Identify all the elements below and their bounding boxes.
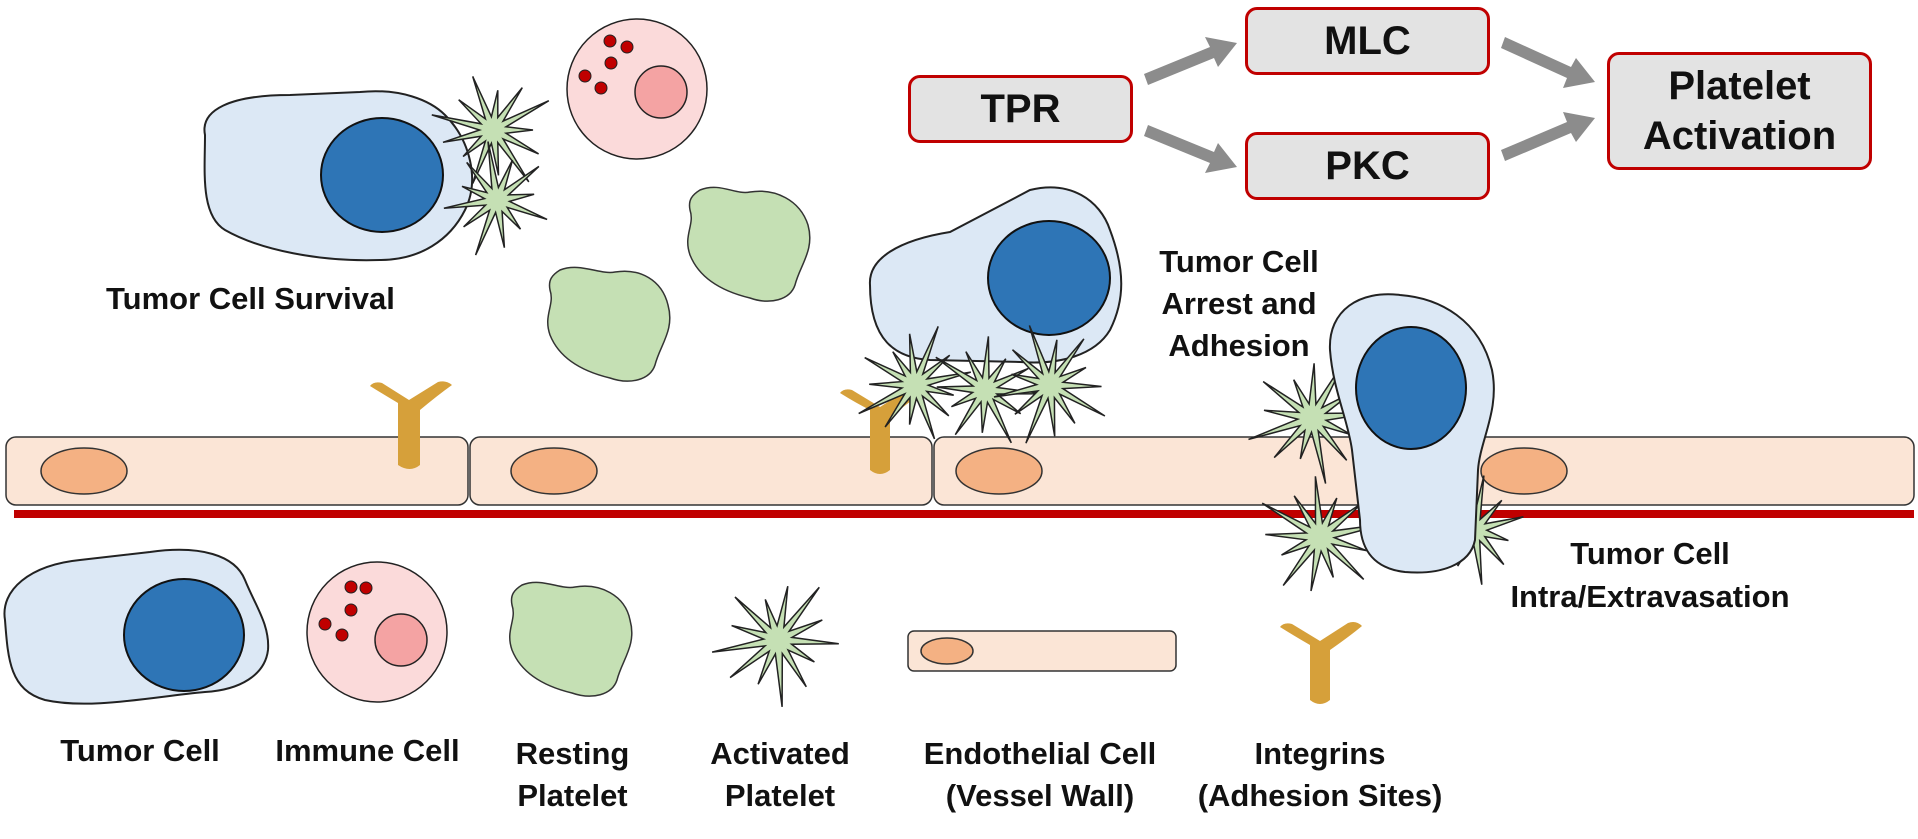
tpr-label: TPR xyxy=(980,86,1061,131)
granule xyxy=(344,603,358,617)
activated-platelet xyxy=(1261,476,1386,592)
legend-immune-cell-icon xyxy=(306,561,448,703)
activated-platelet xyxy=(1248,359,1373,484)
activated-platelet-body xyxy=(1248,359,1373,484)
platelet-activation-label-line2: Activation xyxy=(1642,114,1837,158)
immune-cell-nucleus xyxy=(634,65,688,119)
arrow-tpr-to-mlc xyxy=(1144,37,1237,85)
endothelial-cell xyxy=(469,436,933,506)
mlc-label: MLC xyxy=(1324,18,1411,63)
legend-label-tumor-cell: Tumor Cell xyxy=(60,733,220,768)
tumor-cell-intravasating xyxy=(1328,293,1495,574)
activated-platelet-body xyxy=(431,76,550,184)
label-arrest-line2: Arrest and xyxy=(1161,286,1317,321)
integrin xyxy=(370,381,452,469)
legend-label-resting-platelet: Resting Platelet xyxy=(480,733,665,817)
granule xyxy=(318,617,332,631)
label-intra-line1: Tumor Cell xyxy=(1570,536,1730,571)
legend-integrin-icon xyxy=(1280,622,1362,704)
tumor-cell-nucleus xyxy=(123,578,245,692)
legend-label-endothelial-cell: Endothelial Cell (Vessel Wall) xyxy=(890,733,1190,817)
endothelial-nucleus xyxy=(510,447,598,495)
legend-label-integrins: Integrins (Adhesion Sites) xyxy=(1175,733,1465,817)
granule xyxy=(620,40,634,54)
arrow-mlc-to-activation xyxy=(1501,37,1595,88)
label-arrest-line3: Adhesion xyxy=(1168,328,1310,363)
basement-membrane-line xyxy=(14,510,1914,518)
immune-cell-nucleus xyxy=(374,613,428,667)
activated-platelet xyxy=(443,141,548,256)
legend-resting-platelet-icon xyxy=(509,581,633,697)
activated-platelet-body xyxy=(1261,476,1386,592)
granule xyxy=(344,580,358,594)
tumor-cell-survival xyxy=(203,90,473,262)
endothelial-nucleus xyxy=(920,637,974,665)
legend-activated-line2: Platelet xyxy=(724,778,836,813)
legend-label-immune-cell: Immune Cell xyxy=(275,733,460,768)
label-arrest-line1: Tumor Cell xyxy=(1159,244,1319,279)
resting-platelet xyxy=(547,266,671,382)
legend-endothelial-cell-icon xyxy=(907,630,1177,672)
activated-platelet-body xyxy=(858,326,972,440)
legend-endothelial-line1: Endothelial Cell xyxy=(923,736,1157,771)
activated-platelet xyxy=(431,76,550,184)
granule xyxy=(594,81,608,95)
label-tumor-cell-arrest: Tumor Cell Arrest and Adhesion xyxy=(1134,241,1344,367)
tumor-cell-arrest xyxy=(868,186,1123,364)
tumor-cell-nucleus xyxy=(987,220,1111,336)
endothelial-cell xyxy=(5,436,469,506)
arrow-pkc-to-activation xyxy=(1501,112,1595,161)
activated-platelet-body xyxy=(993,325,1106,444)
tumor-cell-nucleus xyxy=(1355,326,1467,450)
activated-platelet xyxy=(993,325,1106,444)
resting-platelet xyxy=(687,186,811,302)
label-tumor-cell-intravasation: Tumor Cell Intra/Extravasation xyxy=(1480,532,1820,618)
endothelial-nucleus xyxy=(955,447,1043,495)
tumor-cell-nucleus xyxy=(320,117,444,233)
activated-platelet-body xyxy=(443,141,548,256)
platelet-activation-label-line1: Platelet xyxy=(1668,64,1811,108)
pkc-label: PKC xyxy=(1325,143,1410,188)
immune-cell xyxy=(566,18,708,160)
endothelial-nucleus xyxy=(1480,447,1568,495)
granule xyxy=(578,69,592,83)
label-tumor-cell-survival: Tumor Cell Survival xyxy=(106,281,395,316)
activated-platelet xyxy=(858,326,972,440)
pathway-arrows xyxy=(1144,37,1595,173)
granule xyxy=(604,56,618,70)
legend-endothelial-line2: (Vessel Wall) xyxy=(945,778,1135,813)
granule xyxy=(359,581,373,595)
activated-platelet-body xyxy=(711,586,839,707)
arrow-tpr-to-pkc xyxy=(1144,125,1237,173)
integrin xyxy=(840,388,922,474)
legend-activated-platelet-icon xyxy=(711,586,839,707)
pkc-box: PKC xyxy=(1245,132,1490,200)
legend-activated-line1: Activated xyxy=(710,736,850,771)
legend-tumor-cell-icon xyxy=(3,548,270,705)
legend-resting-line1: Resting xyxy=(515,736,630,771)
legend-integrin-line1: Integrins xyxy=(1254,736,1386,771)
granule xyxy=(603,34,617,48)
granule xyxy=(335,628,349,642)
legend-resting-line2: Platelet xyxy=(517,778,628,813)
endothelial-nucleus xyxy=(40,447,128,495)
vessel-wall xyxy=(5,436,1915,518)
legend-integrin-line2: (Adhesion Sites) xyxy=(1197,778,1443,813)
platelet-activation-box: Platelet Activation xyxy=(1607,52,1872,170)
mlc-box: MLC xyxy=(1245,7,1490,75)
tpr-box: TPR xyxy=(908,75,1133,143)
legend-label-activated-platelet: Activated Platelet xyxy=(680,733,880,817)
label-intra-line2: Intra/Extravasation xyxy=(1510,579,1790,614)
